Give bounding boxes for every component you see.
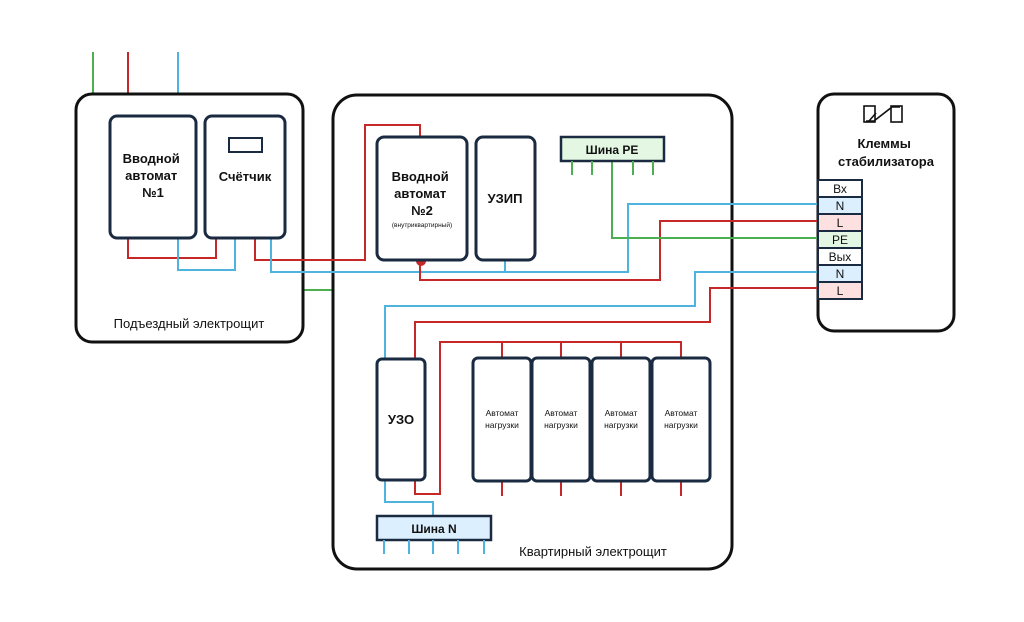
rcd-label: УЗО (388, 412, 414, 427)
pe-bus-pins (571, 161, 654, 175)
stabilizer-terminal-label: N (836, 199, 845, 213)
main-breaker-2 (375, 135, 469, 262)
breaker1-to-meter-neutral (177, 237, 236, 271)
stabilizer-terminal-label: N (836, 267, 845, 281)
breaker2-to-stabilizer-phase (419, 220, 818, 281)
stabilizer-terminal-label: L (837, 216, 844, 230)
entrance-panel-label: Подъездный электрощит (114, 316, 265, 331)
stabilizer-out-phase (414, 287, 818, 360)
load-breaker-2 (530, 356, 592, 483)
main-breaker-2-note: (внутриквартирный) (392, 221, 452, 229)
n-bus-pins (383, 540, 485, 554)
stabilizer-terminal-label: Вх (833, 182, 847, 196)
stabilizer-terminal-label: PE (832, 233, 848, 247)
meter (203, 114, 287, 240)
rcd (375, 357, 427, 482)
stabilizer-icon (863, 105, 903, 123)
load-breaker-3 (590, 356, 652, 483)
pe-bus-label: Шина PE (586, 143, 639, 157)
stabilizer-terminal-label: Вых (829, 250, 852, 264)
spd-label: УЗИП (488, 191, 523, 206)
meter-neutral-to-stabilizer (270, 203, 818, 273)
stabilizer-panel-label: Клеммы стабилизатора (838, 136, 935, 169)
pe-bus (559, 135, 666, 163)
meter-display-icon (228, 137, 263, 153)
breaker1-to-meter-phase (127, 237, 217, 259)
meter-to-breaker2-phase (254, 124, 421, 261)
apartment-panel-label: Квартирный электрощит (519, 544, 667, 559)
stabilizer-terminal-label: L (837, 284, 844, 298)
rcd-to-load-phase (414, 341, 682, 495)
n-bus-label: Шина N (411, 522, 456, 536)
main-breaker-1-label: Вводной автомат №1 (123, 151, 184, 200)
main-breaker-2-label: Вводной автомат №2 (392, 169, 453, 218)
rcd-to-n-bus (384, 480, 434, 516)
load-breaker-4 (650, 356, 712, 483)
meter-label: Счётчик (219, 169, 272, 184)
pe-bus-to-stabilizer (611, 161, 818, 239)
main-breaker-1 (108, 114, 198, 240)
stabilizer-terminal-box (817, 281, 863, 300)
stabilizer-out-neutral (384, 271, 818, 360)
spd (474, 135, 537, 262)
